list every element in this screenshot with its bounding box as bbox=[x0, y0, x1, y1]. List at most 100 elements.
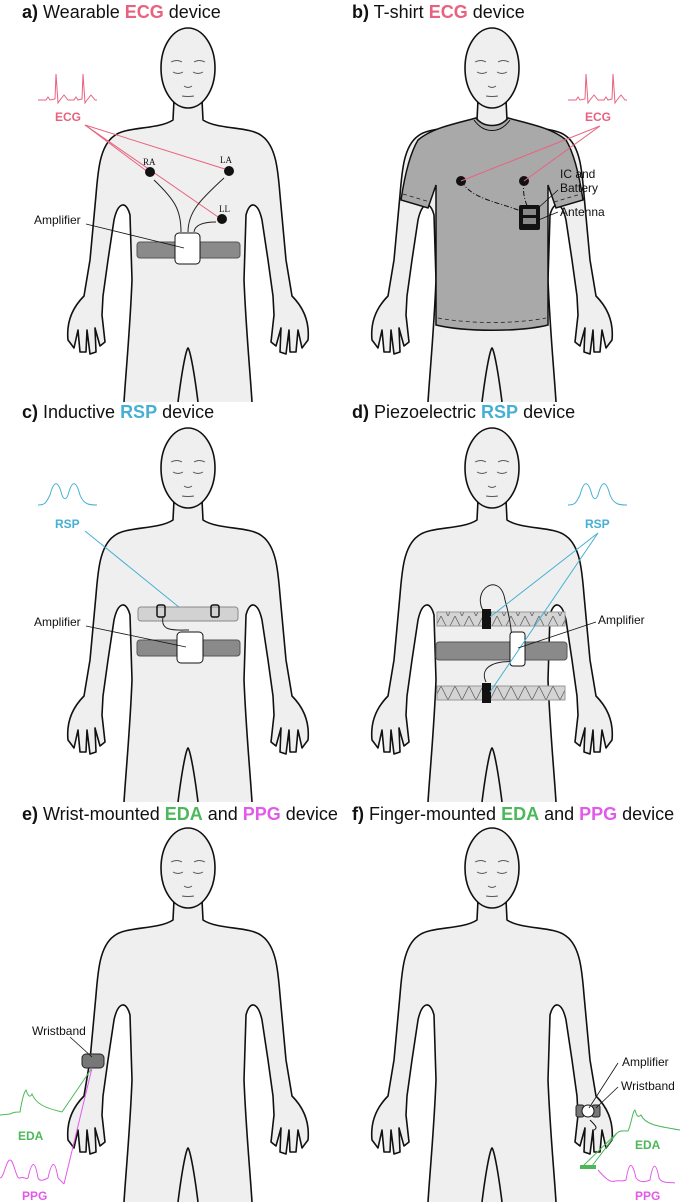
electrode-la bbox=[224, 166, 234, 176]
rsp-waveform bbox=[37, 483, 98, 506]
panel-e-title: e) Wrist-mounted EDA and PPG device bbox=[22, 804, 338, 824]
panel-f-title: f) Finger-mounted EDA and PPG device bbox=[352, 804, 674, 824]
finger-wire bbox=[589, 1119, 597, 1131]
ic-leader bbox=[535, 189, 559, 211]
body-outline bbox=[370, 499, 479, 803]
ppg-label: PPG bbox=[22, 1189, 47, 1203]
eda-leader bbox=[61, 1067, 93, 1113]
panel-c-title: c) Inductive RSP device bbox=[22, 402, 214, 422]
amplifier-belt bbox=[435, 641, 568, 661]
inductive-belt bbox=[137, 606, 239, 622]
antenna-leader bbox=[535, 211, 559, 222]
rsp-leader-lines bbox=[489, 532, 599, 693]
piezo-belt-upper bbox=[436, 611, 566, 627]
body-outline bbox=[201, 99, 310, 403]
t-shirt bbox=[400, 117, 584, 331]
ic-battery-label-1: IC and bbox=[560, 167, 595, 181]
body-outline bbox=[370, 899, 479, 1203]
antenna-label: Antenna bbox=[560, 205, 605, 219]
amplifier-leader bbox=[85, 223, 185, 249]
body-fill bbox=[67, 500, 188, 802]
panel-a-title: a) Wearable ECG device bbox=[22, 2, 221, 22]
amplifier-unit bbox=[581, 1104, 595, 1118]
mouth-icon bbox=[485, 895, 499, 897]
body-fill bbox=[188, 500, 309, 802]
wristband-leader bbox=[595, 1086, 619, 1109]
body-fill bbox=[188, 900, 309, 1202]
head bbox=[160, 27, 216, 109]
belt-buckle-left bbox=[210, 604, 220, 618]
wristband-label: Wristband bbox=[32, 1024, 86, 1038]
eda-leader-1 bbox=[582, 1132, 618, 1167]
body-outline bbox=[66, 99, 175, 403]
panel-c: c) Inductive RSP device RSP Amplifier bbox=[22, 402, 241, 664]
body-outline bbox=[66, 499, 175, 803]
body-fill bbox=[188, 100, 309, 402]
leg-divide bbox=[481, 747, 503, 803]
electrode-ra-label: RA bbox=[143, 157, 156, 167]
eyes-icon bbox=[474, 460, 510, 474]
panel-b-title: b) T-shirt ECG device bbox=[352, 2, 525, 22]
eda-label: EDA bbox=[18, 1129, 44, 1143]
ppg-waveform bbox=[0, 1159, 65, 1185]
ecg-label: ECG bbox=[55, 110, 81, 124]
amplifier-leader bbox=[517, 621, 597, 649]
piezo-sensor-upper bbox=[482, 609, 491, 629]
ppg-leader bbox=[63, 1067, 93, 1185]
head bbox=[464, 27, 520, 109]
wristband-label: Wristband bbox=[621, 1079, 675, 1093]
head bbox=[464, 427, 520, 509]
piezo-sensor-lower bbox=[482, 683, 491, 703]
body-figure bbox=[370, 827, 614, 1203]
leg-divide bbox=[177, 347, 199, 403]
electrode-ra bbox=[145, 167, 155, 177]
body-outline bbox=[505, 899, 614, 1203]
body-fill bbox=[492, 500, 613, 802]
electrode-ll bbox=[217, 214, 227, 224]
panel-d-title: d) Piezoelectric RSP device bbox=[352, 402, 575, 422]
rsp-leader bbox=[84, 530, 186, 613]
mouth-icon bbox=[181, 895, 195, 897]
body-figure bbox=[370, 427, 614, 803]
electrode-la-label: LA bbox=[220, 155, 232, 165]
body-figure bbox=[66, 427, 310, 803]
body-fill bbox=[371, 500, 492, 802]
ic-battery-label-2: Battery bbox=[560, 181, 598, 195]
electrode-ll-label: LL bbox=[219, 204, 230, 214]
body-fill bbox=[371, 900, 492, 1202]
eyes-icon bbox=[170, 860, 206, 874]
leg-divide bbox=[481, 1147, 503, 1203]
shirt-collar bbox=[473, 119, 511, 131]
head bbox=[160, 827, 216, 909]
panel-f: f) Finger-mounted EDA and PPG device Amp… bbox=[352, 804, 681, 1203]
ecg-waveform bbox=[568, 73, 627, 105]
ic-chip bbox=[523, 209, 536, 215]
leg-divide bbox=[177, 1147, 199, 1203]
ecg-label: ECG bbox=[585, 110, 611, 124]
ppg-label: PPG bbox=[635, 1189, 660, 1203]
panel-b: b) T-shirt ECG device ECG IC and Battery… bbox=[352, 2, 627, 331]
body-fill bbox=[67, 900, 188, 1202]
head bbox=[160, 427, 216, 509]
belt-wire bbox=[162, 616, 190, 631]
nose-icon bbox=[487, 885, 497, 888]
ppg-waveform bbox=[597, 1165, 676, 1184]
nose-icon bbox=[487, 85, 497, 88]
nose-icon bbox=[487, 485, 497, 488]
belt-buckle-right bbox=[156, 604, 166, 618]
nose-icon bbox=[183, 85, 193, 88]
panel-e: e) Wrist-mounted EDA and PPG device Wris… bbox=[0, 804, 338, 1203]
amplifier-label: Amplifier bbox=[598, 613, 645, 627]
body-figure bbox=[66, 27, 310, 403]
body-figure bbox=[66, 827, 310, 1203]
wristband-leader bbox=[69, 1036, 93, 1058]
rsp-label: RSP bbox=[585, 517, 610, 531]
body-outline bbox=[201, 899, 310, 1203]
shirt-seams bbox=[402, 193, 582, 323]
rsp-waveform bbox=[567, 483, 628, 506]
body-outline bbox=[201, 499, 310, 803]
eyes-icon bbox=[474, 860, 510, 874]
eyes-icon bbox=[474, 60, 510, 74]
amplifier-leader bbox=[588, 1062, 619, 1109]
